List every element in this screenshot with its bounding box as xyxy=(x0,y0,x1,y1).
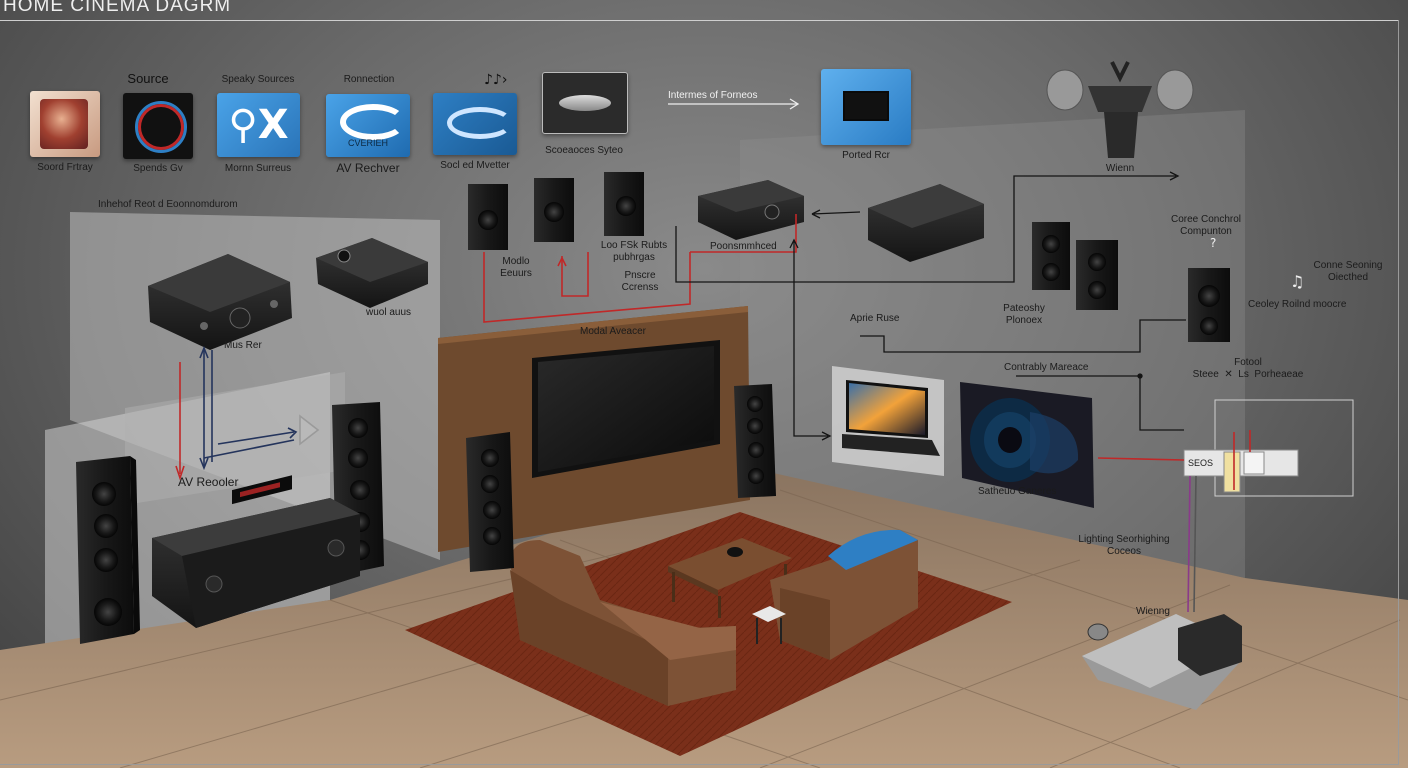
bluray-tile-text: CVERIEH xyxy=(347,138,388,148)
source-label-2: Spends Gv xyxy=(133,163,183,174)
lighting-label: Lighting Seorhighing Coceos xyxy=(1078,534,1170,557)
source-tile-6[interactable] xyxy=(542,72,628,134)
processor-label: Poonsmmhced xyxy=(710,241,777,252)
contrably-label: Contrably Mareace xyxy=(1004,362,1089,373)
lofsk-label: Loo FSk Rubts pubhrgas xyxy=(600,240,668,263)
wiring-top-label: Wienn xyxy=(1105,163,1135,174)
projection-header: Ronnection xyxy=(343,74,395,85)
projector-tile[interactable] xyxy=(821,69,911,145)
aprie-label: Aprie Ruse xyxy=(850,313,900,324)
source-label-1: Soord Frtray xyxy=(37,162,93,173)
coffee-table xyxy=(668,538,792,618)
left-panel-title: Inhehof Reot d Eoonnomdurom xyxy=(98,199,238,210)
amp-label: Mus Rer xyxy=(224,340,262,351)
armchair-right xyxy=(770,529,918,660)
laptop-display xyxy=(832,366,944,476)
control-panel xyxy=(1183,399,1354,497)
modes-label: Modlo Eeuurs xyxy=(500,256,532,279)
page-title: HOME CINEMA DAGRM xyxy=(3,0,232,16)
source-label-4: AV Rechver xyxy=(336,161,400,175)
sofa-left xyxy=(510,540,736,706)
hub-device xyxy=(1082,614,1242,710)
ceiling-projector xyxy=(1046,61,1194,158)
album-art-icon xyxy=(40,99,88,149)
source-tile-2[interactable] xyxy=(123,93,193,159)
av-receiver-label: AV Reooler xyxy=(178,475,239,489)
source-label-5: Socl ed Mvetter xyxy=(440,160,510,171)
source-tile-5[interactable] xyxy=(433,93,517,155)
av-receiver-main xyxy=(152,475,360,628)
source-tile-1[interactable] xyxy=(30,91,100,157)
media-server-icon: ⚲X xyxy=(228,102,289,148)
title-underline xyxy=(0,20,1398,21)
bluray-disc-icon xyxy=(340,104,406,140)
note-icon-2: ♫ xyxy=(1290,272,1305,291)
disc-art-icon xyxy=(135,101,187,153)
stool xyxy=(752,606,786,644)
left-amp xyxy=(148,254,292,350)
right-speakers xyxy=(1032,222,1230,342)
note-icon-1: ? xyxy=(1210,236,1217,250)
music-note-icon: ♪♪› xyxy=(484,72,508,88)
screen-device-icon xyxy=(843,91,889,121)
wall-label: Modal Aveacer xyxy=(580,326,646,337)
projector-tile-label: Ported Rcr xyxy=(842,150,890,161)
satheuo-label: Satheuo Ganeres xyxy=(978,486,1057,497)
receiver-label: wuol auus xyxy=(366,307,412,318)
source-label-3: Mornn Surreus xyxy=(224,163,292,174)
wiring-bottom-label: Wienng xyxy=(1136,606,1170,617)
wall-tv xyxy=(532,340,720,478)
left-receiver xyxy=(316,238,428,308)
room-control-label: Coree Conchrol Compunton xyxy=(1170,214,1242,237)
bluray-logo-icon xyxy=(447,107,513,139)
fotool-label: Fotool Steee ✕ Ls Porheaeae xyxy=(1192,357,1304,380)
source-tile-3[interactable]: ⚲X xyxy=(217,93,300,157)
control-box-text: SEOS xyxy=(1188,458,1214,468)
pateosy-label: Pateoshy Plonoex xyxy=(1003,303,1045,326)
conne-label: Conne Seoning Oiecthed xyxy=(1313,260,1383,283)
processor-unit xyxy=(698,180,804,240)
blu-ray-player xyxy=(868,184,984,262)
internet-arrow xyxy=(668,98,800,110)
controller-device-icon xyxy=(559,95,611,111)
pnscre-label: Pnscre Ccrenss xyxy=(621,270,659,293)
ceiling-label: Ceoley Roilnd moocre xyxy=(1248,299,1347,310)
internet-label: Intermes of Forneos xyxy=(668,90,758,101)
signal-lines xyxy=(175,214,1251,613)
control-lines xyxy=(675,171,1186,441)
speaker-sources-header: Speaky Sources xyxy=(221,74,295,85)
source-tile-4[interactable]: CVERIEH xyxy=(326,94,410,157)
source-header: Source xyxy=(127,71,169,86)
bookshelf-speakers xyxy=(468,172,644,250)
projector-lens xyxy=(960,382,1094,508)
source-label-6: Scoeaoces Syteo xyxy=(545,145,623,156)
floor-speakers xyxy=(76,384,776,644)
frame-border xyxy=(0,20,1399,765)
